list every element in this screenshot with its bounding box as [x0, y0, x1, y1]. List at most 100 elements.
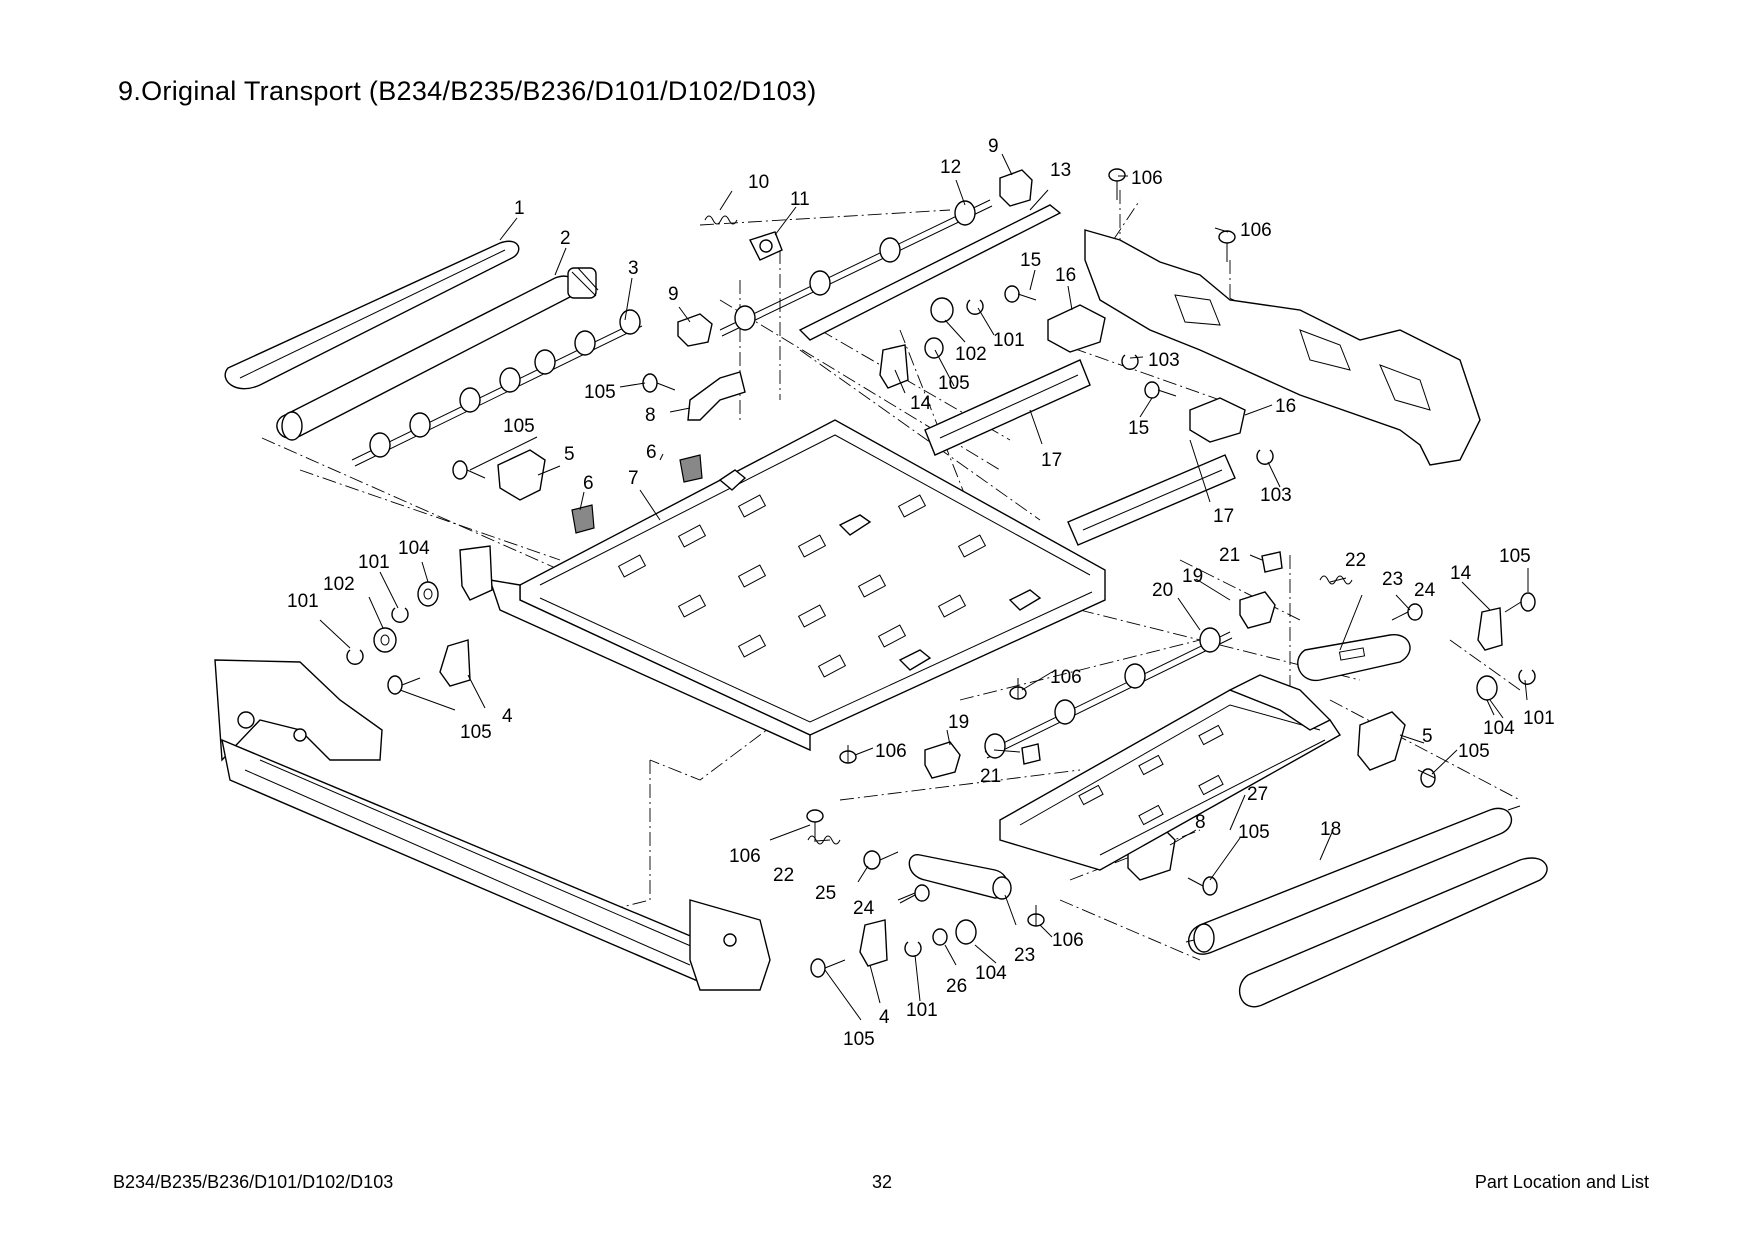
callout-101: 101	[993, 330, 1025, 351]
callout-105: 105	[843, 1029, 875, 1050]
callout-5: 5	[1422, 726, 1433, 747]
callout-9: 9	[988, 136, 999, 157]
callout-21: 21	[1219, 545, 1240, 566]
part-4-bracket-lower	[859, 919, 888, 967]
part-101-e-ring-lower	[904, 669, 1536, 957]
callout-15: 15	[1128, 418, 1149, 439]
part-18-roller	[1185, 805, 1521, 955]
screws	[387, 168, 1536, 978]
callout-105: 105	[460, 722, 492, 743]
callout-8: 8	[645, 405, 656, 426]
callout-105: 105	[1458, 741, 1490, 762]
callout-8: 8	[1195, 812, 1206, 833]
part-6-pad-upper	[679, 454, 703, 483]
part-5-stopper-left	[497, 449, 546, 501]
callout-19: 19	[1182, 566, 1203, 587]
part-21-pad	[1021, 551, 1283, 765]
part-15-pin	[1004, 285, 1177, 399]
callout-101: 101	[1523, 708, 1555, 729]
part-1-belt	[224, 240, 520, 390]
leader-lines	[319, 153, 1529, 1021]
callout-21: 21	[980, 766, 1001, 787]
callout-105: 105	[503, 416, 535, 437]
part-16-guide-block-upper	[1047, 304, 1106, 353]
callout-5: 5	[564, 444, 575, 465]
part-26-washer	[932, 928, 948, 946]
callout-1: 1	[514, 198, 525, 219]
part-8-guide-bracket-upper	[687, 371, 746, 421]
callout-20: 20	[1152, 580, 1173, 601]
callout-23: 23	[1014, 945, 1035, 966]
callout-2: 2	[560, 228, 571, 249]
left-side-frame	[214, 659, 771, 991]
footer-section-name: Part Location and List	[1474, 1172, 1649, 1192]
callout-24: 24	[853, 898, 875, 919]
callout-106: 106	[1050, 667, 1082, 688]
callout-26: 26	[946, 976, 967, 997]
page-title: 9.Original Transport (B234/B235/B236/D10…	[118, 76, 817, 106]
part-13-guide-strip	[798, 204, 1062, 341]
part-4-bracket-left	[439, 639, 471, 687]
callout-105: 105	[938, 373, 970, 394]
callout-6: 6	[583, 473, 594, 494]
callout-3: 3	[628, 258, 639, 279]
callout-16: 16	[1055, 265, 1076, 286]
callout-105: 105	[1238, 822, 1270, 843]
callout-12: 12	[940, 157, 961, 178]
part-6-pad-lower	[571, 504, 595, 534]
part-19-bushing-upper	[1239, 591, 1276, 629]
part-25-pin	[863, 850, 899, 870]
callout-23: 23	[1382, 569, 1403, 590]
part-102-bearing-left	[373, 627, 397, 653]
callout-104: 104	[975, 963, 1007, 984]
callout-13: 13	[1050, 160, 1071, 181]
callout-27: 27	[1247, 784, 1268, 805]
part-left-bracket	[459, 545, 493, 601]
callout-104: 104	[398, 538, 430, 559]
part-23-lever-upper	[1297, 634, 1411, 682]
callout-105: 105	[1499, 546, 1531, 567]
part-16-guide-block-lower	[1189, 397, 1246, 443]
callout-106: 106	[1052, 930, 1084, 951]
callout-labels: 1 2 3 4 4 4 5 5 5 6 6 7 8 8 9 9 10 11 12…	[287, 136, 1555, 1050]
part-9-bushing-upper	[999, 169, 1033, 207]
part-17-slide-rail-upper	[924, 359, 1091, 456]
callout-19: 19	[948, 712, 969, 733]
callout-17: 17	[1213, 506, 1234, 527]
part-14-bracket-upper	[879, 344, 909, 389]
part-17-slide-rail-lower	[1067, 454, 1236, 546]
callout-104: 104	[1483, 718, 1515, 739]
callout-18: 18	[1320, 819, 1341, 840]
callout-7: 7	[628, 468, 639, 489]
footer-model-list: B234/B235/B236/D101/D102/D103	[113, 1172, 394, 1192]
callout-4: 4	[502, 706, 513, 727]
callout-103: 103	[1148, 350, 1180, 371]
callout-6: 6	[646, 442, 657, 463]
part-5-stopper-right	[1357, 711, 1406, 771]
part-9-bushing-left	[677, 313, 713, 347]
part-3-roller-shaft	[351, 309, 643, 467]
part-10-spring	[704, 215, 738, 225]
callout-106: 106	[875, 741, 907, 762]
callout-17: 17	[1041, 450, 1062, 471]
callout-102: 102	[955, 344, 987, 365]
callout-10: 10	[748, 172, 769, 193]
callout-106: 106	[729, 846, 761, 867]
part-2-roller	[276, 267, 599, 441]
callout-105: 105	[584, 382, 616, 403]
part-11-clip	[749, 231, 783, 261]
part-104-collar-left	[417, 581, 439, 607]
callout-14: 14	[1450, 563, 1472, 584]
part-101-e-ring-left	[346, 607, 409, 665]
callout-101: 101	[906, 1000, 938, 1021]
callout-22: 22	[1345, 550, 1366, 571]
callout-106: 106	[1240, 220, 1272, 241]
callout-22: 22	[773, 865, 794, 886]
part-23-lever-lower	[908, 854, 1012, 900]
callout-102: 102	[323, 574, 355, 595]
right-upper-frame	[1084, 229, 1481, 466]
callout-4: 4	[879, 1007, 890, 1028]
callout-9: 9	[668, 284, 679, 305]
callout-25: 25	[815, 883, 836, 904]
